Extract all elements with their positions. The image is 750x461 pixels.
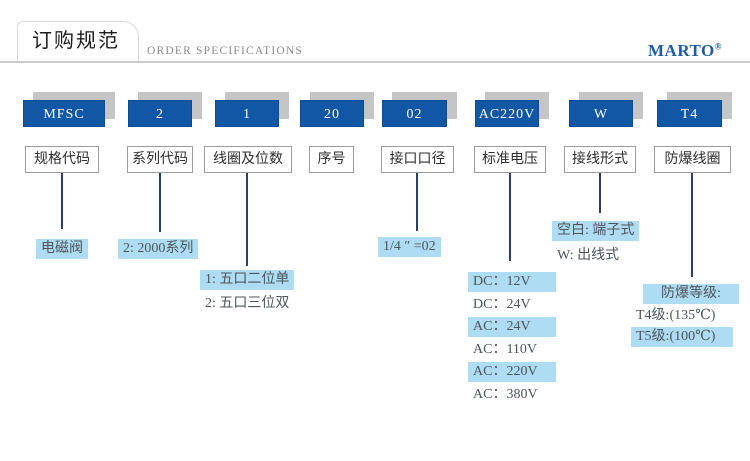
annotation-wiring-option: 空白: 端子式	[552, 221, 640, 241]
annotation-explosion-option: T5级:(100℃)	[631, 327, 733, 347]
label-box-voltage: 标准电压	[474, 146, 546, 173]
annotation-port-size: 1/4 ″ =02	[378, 237, 441, 257]
registered-mark: ®	[714, 41, 722, 52]
annotation-voltage-option: DC：12V	[468, 272, 556, 292]
annotation-coil-option: 2: 五口三位双	[205, 296, 290, 311]
code-box-spec: MFSC	[23, 100, 105, 127]
code-box-series: 2	[128, 100, 192, 127]
annotation-voltage-option: AC：380V	[473, 387, 538, 402]
annotation-explosion-title: 防爆等级:	[643, 284, 739, 304]
title-outline-box	[17, 21, 139, 63]
page-subtitle: ORDER SPECIFICATIONS	[147, 45, 303, 57]
code-box-explosion: T4	[657, 100, 722, 127]
code-box-wiring: W	[569, 100, 633, 127]
annotation-wiring-option: W: 出线式	[557, 248, 620, 263]
label-box-serial: 序号	[309, 146, 354, 173]
annotation-voltage-option: AC：24V	[468, 317, 556, 337]
code-box-voltage: AC220V	[475, 100, 539, 127]
annotation-voltage-option: AC：110V	[473, 342, 538, 357]
page-title: 订购规范	[32, 30, 120, 52]
code-box-port: 02	[382, 100, 447, 127]
connector-line-explosion	[691, 173, 693, 277]
connector-line-wiring	[599, 173, 601, 213]
label-box-series: 系列代码	[127, 146, 193, 173]
connector-line-coil	[246, 173, 248, 266]
label-box-wiring: 接线形式	[564, 146, 636, 173]
brand-name: MARTO	[648, 41, 715, 60]
code-box-serial: 20	[300, 100, 364, 127]
annotation-voltage-option: AC：220V	[468, 362, 556, 382]
connector-line-spec	[61, 173, 63, 229]
annotation-series: 2: 2000系列	[118, 239, 199, 259]
header-divider	[0, 61, 750, 63]
annotation-spec: 电磁阀	[36, 239, 88, 259]
brand-logo: MARTO®	[648, 41, 722, 61]
label-box-coil: 线圈及位数	[204, 146, 292, 173]
connector-line-voltage	[509, 173, 511, 261]
connector-line-port	[416, 173, 418, 231]
annotation-voltage-option: DC：24V	[473, 297, 531, 312]
connector-line-series	[159, 173, 161, 232]
annotation-explosion-option: T4级:(135℃)	[636, 308, 716, 323]
label-box-explosion: 防爆线圈	[654, 146, 731, 173]
label-box-spec: 规格代码	[25, 146, 99, 173]
annotation-coil-option: 1: 五口二位单	[200, 270, 295, 290]
label-box-port: 接口口径	[381, 146, 454, 173]
code-box-coil: 1	[215, 100, 279, 127]
